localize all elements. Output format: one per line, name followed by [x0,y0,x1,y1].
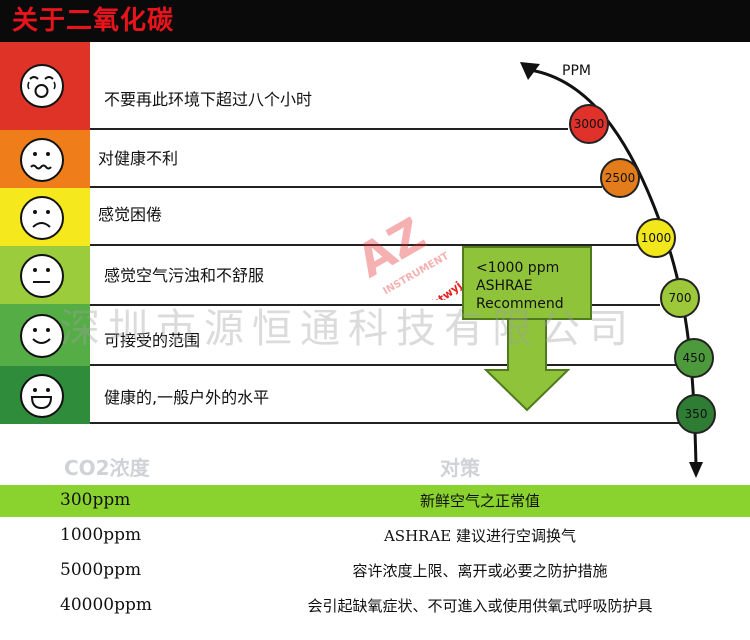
row-concentration: 300ppm [60,490,131,510]
neutral-face-icon [20,254,64,298]
level-line-4 [90,304,660,306]
sick-face-icon [20,138,64,182]
ppm-point-3000: 3000 [569,104,609,144]
smile-face-icon [20,314,64,358]
level-line-2 [90,186,602,188]
level-block-5 [0,304,90,366]
svg-text:AZ: AZ [348,207,435,288]
row-concentration: 40000ppm [60,595,152,615]
level-text-4: 感觉空气污浊和不舒服 [104,266,265,285]
table-header-measures: 对策 [440,456,480,480]
level-line-1 [90,128,568,130]
level-block-3 [0,188,90,246]
level-line-6 [90,422,680,424]
row-concentration: 5000ppm [60,560,142,580]
level-block-1 [0,42,90,130]
ppm-unit-label: PPM [562,63,591,79]
row-measure: 会引起缺氧症状、不可進入或使用供氧式呼吸防护具 [307,597,653,615]
title-bar: 关于二氧化碳 [0,0,750,42]
table-header-concentration: CO2浓度 [64,456,150,480]
level-text-2: 对健康不利 [98,149,179,168]
level-block-6 [0,366,90,424]
table-row: 5000ppm 容许浓度上限、离开或必要之防护措施 [0,555,750,587]
recommend-line-2: ASHRAE [476,278,533,294]
ppm-point-2500: 2500 [600,158,640,198]
row-measure: 容许浓度上限、离开或必要之防护措施 [352,562,608,580]
page-title: 关于二氧化碳 [12,6,175,36]
recommend-line-3: Recommend [476,296,564,312]
level-block-2 [0,130,90,188]
table-row: 40000ppm 会引起缺氧症状、不可進入或使用供氧式呼吸防护具 [0,590,750,622]
row-measure: 新鲜空气之正常值 [419,492,540,510]
svg-text:INSTRUMENT: INSTRUMENT [381,251,451,298]
row-concentration: 1000ppm [60,525,142,545]
level-text-5: 可接受的范围 [104,331,201,350]
level-line-3 [90,244,638,246]
table-row: 300ppm 新鲜空气之正常值 [0,485,750,517]
happy-face-icon [20,374,64,418]
level-block-4 [0,246,90,304]
level-text-6: 健康的,一般户外的水平 [104,388,270,407]
ppm-point-700: 700 [660,278,700,318]
ppm-point-350: 350 [676,394,716,434]
level-text-1: 不要再此环境下超过八个小时 [104,90,313,109]
ppm-point-450: 450 [674,338,714,378]
recommend-line-1: <1000 ppm [476,260,560,276]
sad-face-icon [20,196,64,240]
level-line-5 [90,364,676,366]
recommend-box: <1000 ppm ASHRAE Recommend [462,246,592,320]
distressed-face-icon [20,64,64,108]
level-text-3: 感觉困倦 [98,205,163,224]
row-measure: ASHRAE 建议进行空调换气 [383,527,577,545]
ppm-point-1000: 1000 [636,218,676,258]
table-row: 1000ppm ASHRAE 建议进行空调换气 [0,520,750,552]
